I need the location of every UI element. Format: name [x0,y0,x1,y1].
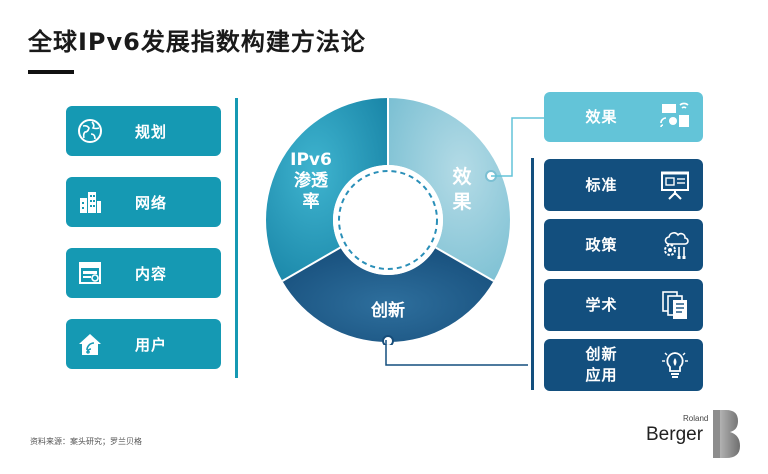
connector-line-bottom [385,340,528,366]
webpage-icon [75,258,105,288]
right-item-label: 效果 [585,107,618,126]
right-item-standards: 标准 [544,159,703,211]
logo-line2: Berger [646,424,704,445]
right-item-innovative-application: 创新 应用 [544,339,703,391]
lightbulb-icon [659,348,691,382]
left-item-label: 网络 [135,193,168,212]
segment-innovation-label: 创新 [370,300,405,321]
home-wifi-icon [75,329,105,359]
right-item-label: 标准 [585,175,618,194]
buildings-icon [75,187,105,217]
documents-icon [659,288,691,322]
segment-ipv6-penetration [266,98,388,281]
segment-innovation [282,247,494,342]
source-note: 资料来源：案头研究；罗兰贝格 [30,437,142,446]
right-item-policy: 政策 [544,219,703,271]
right-item-label: 创新 应用 [585,345,618,384]
roland-berger-logo: Roland Berger [646,408,746,458]
title-underline [28,70,74,74]
right-item-effect: 效果 [544,92,703,142]
connector-lines [491,117,544,177]
segment-effect [388,98,510,281]
logo-b-mark [713,410,740,458]
left-item-label: 规划 [135,122,168,141]
right-item-academic: 学术 [544,279,703,331]
segment-effect-label: 效果 [451,165,471,213]
left-item-planning: 规划 [66,106,221,156]
left-item-users: 用户 [66,319,221,369]
left-item-label: 用户 [135,335,168,354]
devices-icon [659,100,691,134]
globe-icon [75,116,105,146]
right-item-label: 政策 [585,235,618,254]
right-bracket-line [531,158,534,390]
presentation-board-icon [659,168,691,202]
left-item-label: 内容 [135,264,168,283]
left-item-network: 网络 [66,177,221,227]
logo-line1: Roland [683,414,709,423]
right-item-label: 学术 [585,295,618,314]
page-title: 全球IPv6发展指数构建方法论 [28,28,366,56]
left-bracket-line [235,98,238,378]
gear-cloud-icon [659,228,691,262]
left-item-content: 内容 [66,248,221,298]
